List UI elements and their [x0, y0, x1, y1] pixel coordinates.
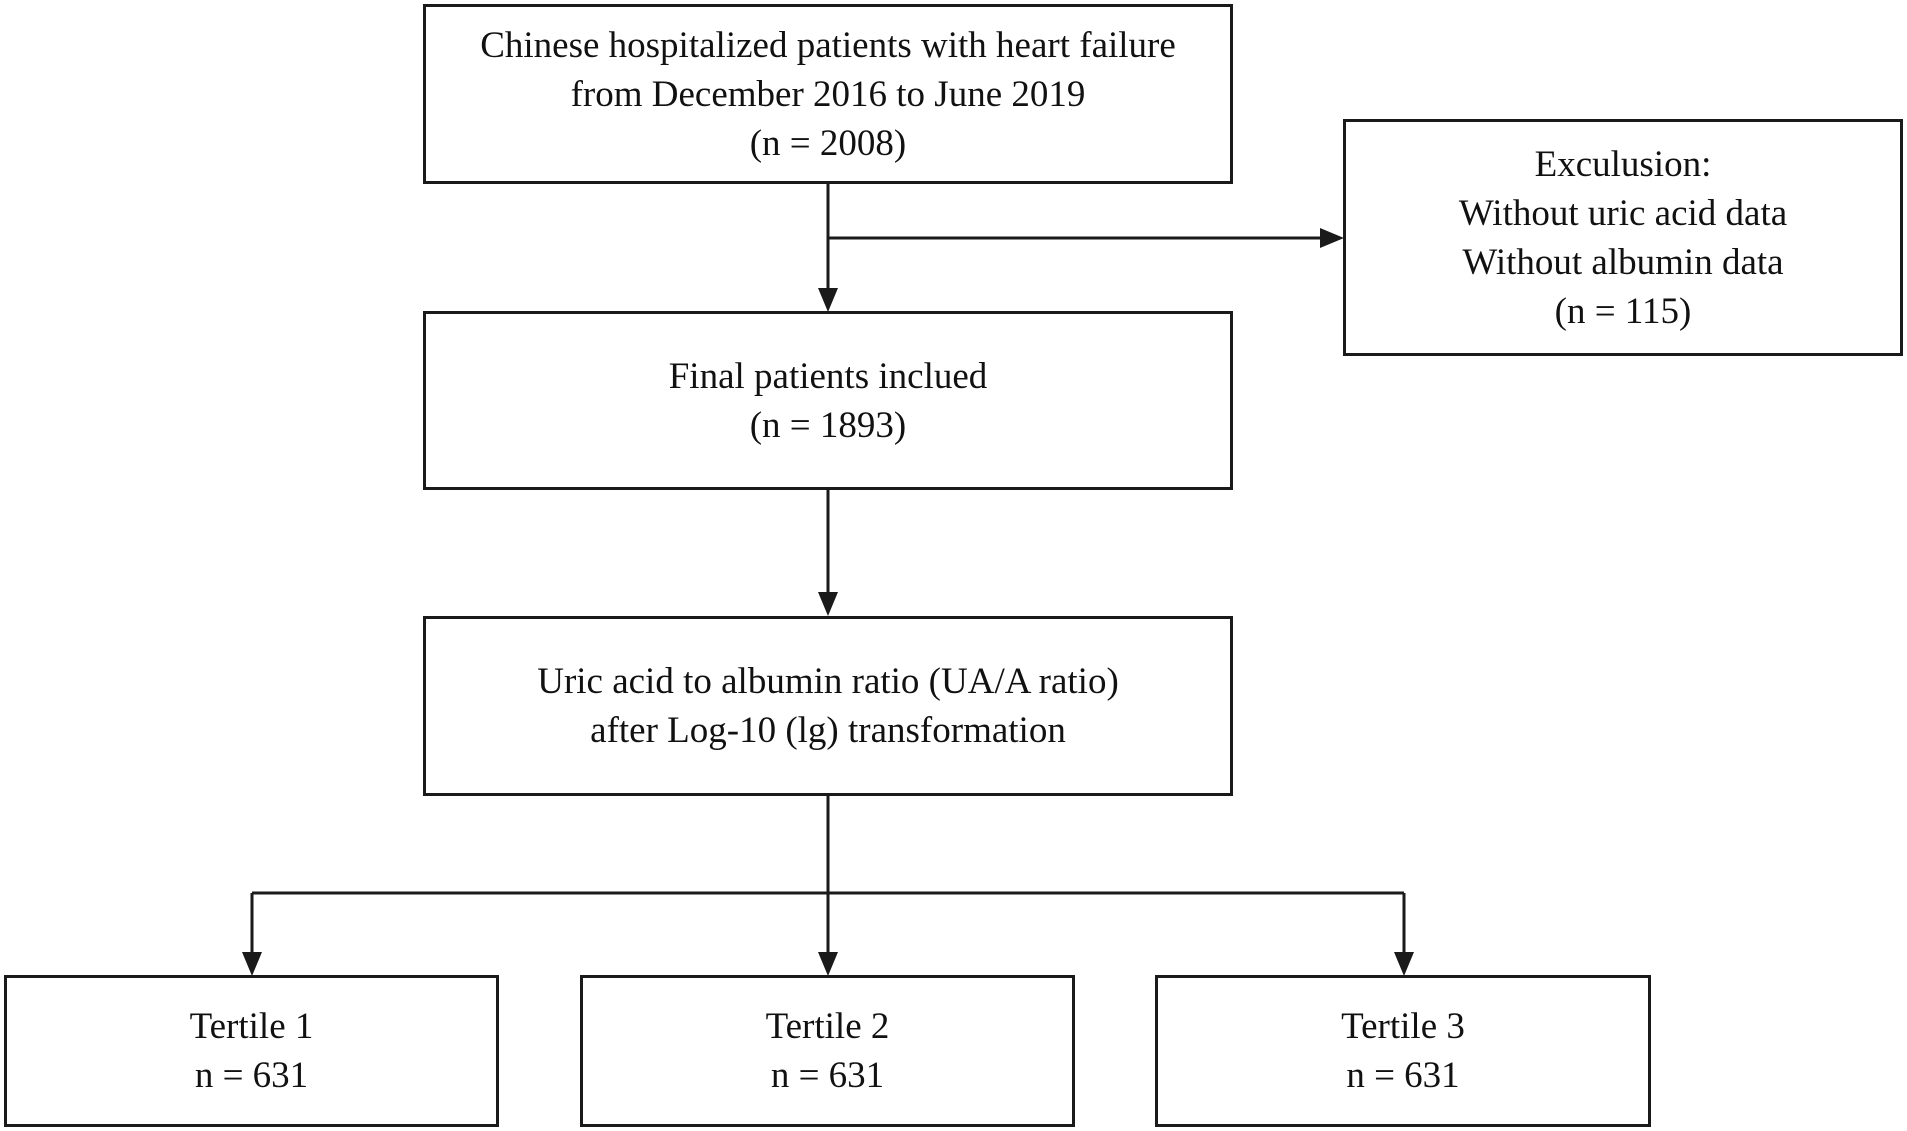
exclusion-box: Exculusion: Without uric acid data Witho…: [1343, 119, 1903, 356]
arrowhead-final: [818, 288, 838, 312]
arrowhead-tertile-1: [242, 952, 262, 976]
tertile-3-label: Tertile 3: [1341, 1006, 1465, 1047]
exclusion-reason-uric-acid: Without uric acid data: [1458, 192, 1788, 234]
arrowhead-tertile-2: [818, 952, 838, 976]
tertile-3-count: n = 631: [1346, 1055, 1460, 1096]
ratio-label: Uric acid to albumin ratio (UA/A ratio): [537, 661, 1119, 702]
final-patients-label: Final patients inclued: [668, 355, 988, 397]
exclusion-count: (n = 115): [1554, 290, 1692, 332]
tertile-3-box: Tertile 3 n = 631: [1155, 975, 1651, 1127]
final-patients-box: Final patients inclued (n = 1893): [423, 311, 1233, 490]
arrowhead-tertile-3: [1394, 952, 1414, 976]
enrollment-box: Chinese hospitalized patients with heart…: [423, 4, 1233, 184]
exclusion-reason-albumin: Without albumin data: [1462, 241, 1784, 283]
tertile-1-count: n = 631: [194, 1055, 309, 1096]
ratio-transformation: after Log-10 (lg) transformation: [590, 710, 1066, 751]
tertile-2-count: n = 631: [770, 1055, 885, 1096]
ratio-box: Uric acid to albumin ratio (UA/A ratio) …: [423, 616, 1233, 796]
tertile-1-label: Tertile 1: [189, 1006, 314, 1047]
tertile-2-box: Tertile 2 n = 631: [580, 975, 1075, 1127]
enrollment-population: Chinese hospitalized patients with heart…: [480, 24, 1176, 66]
enrollment-count: (n = 2008): [749, 122, 907, 164]
arrowhead-ratio: [818, 592, 838, 616]
tertile-2-label: Tertile 2: [765, 1006, 890, 1047]
arrowhead-exclusion: [1320, 228, 1344, 248]
exclusion-title: Exculusion:: [1534, 143, 1712, 185]
final-patients-count: (n = 1893): [749, 404, 907, 446]
tertile-1-box: Tertile 1 n = 631: [4, 975, 499, 1127]
enrollment-period: from December 2016 to June 2019: [570, 73, 1086, 115]
